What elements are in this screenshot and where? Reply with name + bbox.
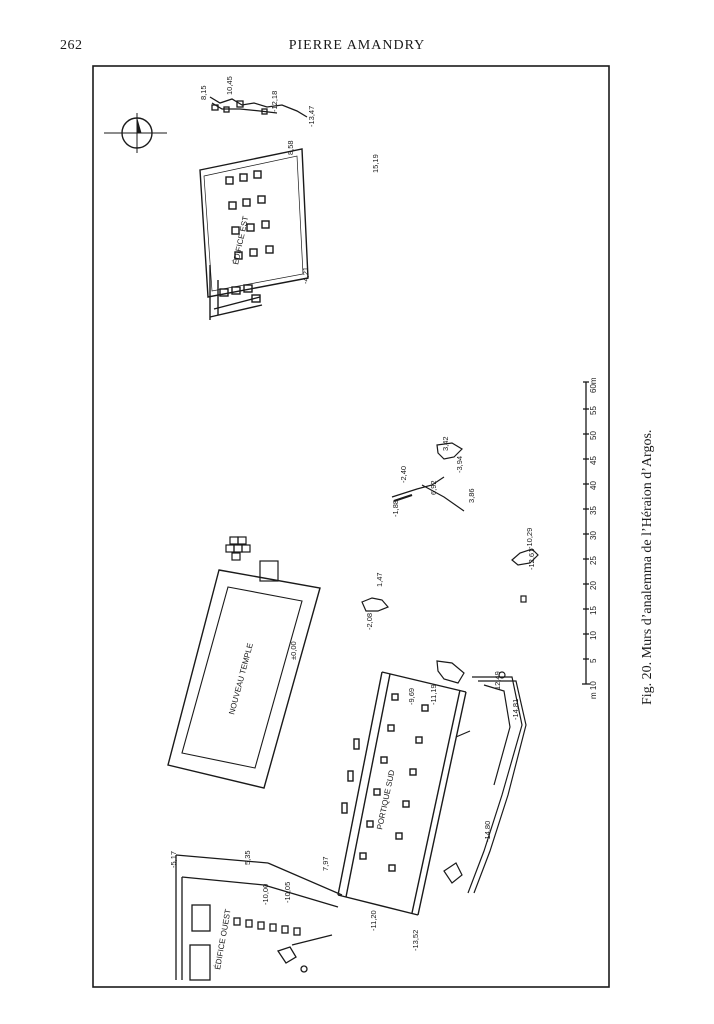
elevation-label: -12,61 — [527, 549, 536, 570]
scale-bar-tick-label: 60m — [589, 377, 598, 393]
elevation-label: -13,52 — [411, 930, 420, 951]
scale-bar-tick-label: 55 — [589, 406, 598, 415]
elevation-label: -2,40 — [399, 466, 408, 483]
elevation-label: -1,88 — [391, 500, 400, 517]
page-number: 262 — [60, 38, 83, 53]
elevation-label: 8,58 — [286, 140, 295, 155]
site-plan-drawing: ÉDIFICE EST NOUVEAU TEMPLE PORTIQUE SUD … — [92, 65, 610, 988]
temple-annex-blocks — [225, 536, 279, 582]
scale-bar-tick-label: 10 — [589, 631, 598, 640]
elevation-label: 5,35 — [243, 850, 252, 865]
elevation-label: 1,47 — [375, 572, 384, 587]
scale-bar-tick-label: 5 — [589, 658, 598, 663]
central-wall-fragments — [361, 442, 539, 612]
scale-bar-tick-label: 30 — [589, 531, 598, 540]
elevation-label: -3,94 — [455, 456, 464, 473]
figure-number: Fig. 20. — [640, 661, 655, 705]
analemma-wall-south — [436, 660, 527, 894]
scale-bar-tick-label: 50 — [589, 431, 598, 440]
elevation-label: -9,69 — [407, 688, 416, 705]
northeast-wall-remains — [209, 96, 308, 118]
elevation-label: 3,42 — [441, 436, 450, 451]
elevation-label: -14,81 — [511, 699, 520, 720]
scale-bar-tick-label: 15 — [589, 606, 598, 615]
label-portique-sud: PORTIQUE SUD — [375, 769, 396, 831]
scale-bar-tick-label: 35 — [589, 506, 598, 515]
elevation-label: 3,86 — [467, 488, 476, 503]
figure-frame — [92, 65, 610, 988]
elevation-label: 7,97 — [321, 856, 330, 871]
elevation-label: -2,08 — [365, 613, 374, 630]
nouveau-temple — [167, 569, 321, 789]
elevation-label: -4,21 — [301, 267, 310, 284]
scale-bar-tick-label: 45 — [589, 456, 598, 465]
elevation-label: -11,19 — [429, 684, 438, 705]
elevation-label: ±0,00 — [289, 641, 298, 660]
label-edifice-ouest: ÉDIFICE OUEST — [213, 908, 233, 970]
elevation-label: 10,45 — [225, 76, 234, 95]
elevation-label: -13,47 — [307, 106, 316, 127]
label-nouveau-temple: NOUVEAU TEMPLE — [227, 642, 255, 715]
scale-bar — [582, 381, 590, 685]
elevation-label: 12,49 — [493, 671, 502, 690]
elevation-label: -14,80 — [483, 821, 492, 842]
edifice-est — [199, 148, 309, 320]
running-head: PIERRE AMANDRY — [288, 38, 426, 53]
portique-sud — [337, 671, 467, 916]
scale-bar-unit-label: m 10 — [589, 681, 598, 699]
elevation-label: -12,18 — [270, 91, 279, 112]
figure-caption-text: Murs d’analemma de l’Héraion d’Argos. — [640, 429, 655, 659]
scale-bar-tick-label: 40 — [589, 481, 598, 490]
edifice-ouest — [175, 854, 343, 981]
elevation-label: 15,19 — [371, 154, 380, 173]
scale-bar-tick-label: 20 — [589, 581, 598, 590]
elevation-label: -11,20 — [369, 910, 378, 931]
north-arrow-icon — [104, 113, 167, 153]
elevation-label: -10,00 — [261, 884, 270, 905]
scale-bar-tick-label: 25 — [589, 556, 598, 565]
site-plan-figure: ÉDIFICE EST NOUVEAU TEMPLE PORTIQUE SUD … — [92, 65, 610, 988]
elevation-label: -10,05 — [283, 882, 292, 903]
elevation-label: -10,29 — [525, 528, 534, 549]
elevation-label: -5,17 — [169, 851, 178, 868]
elevation-label: 6,92 — [429, 480, 438, 495]
figure-caption: Fig. 20. Murs d’analemma de l’Héraion d’… — [640, 383, 662, 705]
elevation-label: 8,15 — [199, 85, 208, 100]
label-edifice-est: ÉDIFICE EST — [231, 215, 250, 265]
